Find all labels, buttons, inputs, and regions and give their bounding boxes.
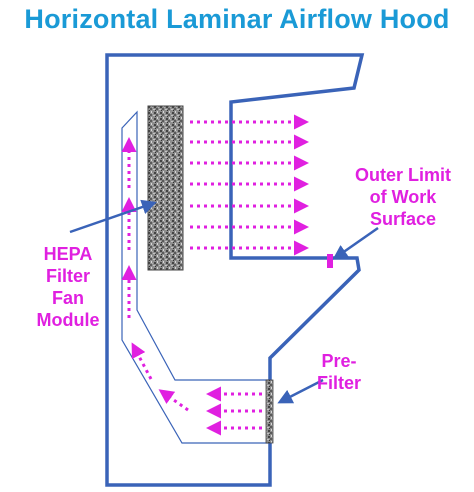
return-airflow-arrows — [121, 137, 153, 380]
laminar-airflow-arrows — [190, 114, 309, 256]
hepa-label-line: Module — [36, 310, 100, 330]
hepa-pointer — [69, 199, 157, 234]
intake-arrow — [158, 389, 189, 412]
outer-limit-label: Outer Limit of Work Surface — [340, 164, 466, 230]
outer-limit-label-line: Surface — [369, 209, 437, 229]
prefilter-label-line: Pre- — [321, 351, 357, 371]
hepa-label-line: Filter — [45, 266, 90, 286]
diagram-title: Horizontal Laminar Airflow Hood — [24, 4, 450, 34]
hepa-label-line: HEPA — [43, 244, 93, 264]
prefilter-label-line: Filter — [316, 373, 361, 393]
hood-outline — [105, 53, 365, 487]
hepa-filter — [147, 105, 184, 271]
prefilter-label: Pre- Filter — [304, 350, 374, 394]
outer-limit-pointer — [332, 226, 379, 260]
hepa-label-line: Fan — [51, 288, 84, 308]
intake-arrows — [158, 386, 262, 436]
outer-limit-label-line: of Work — [369, 187, 437, 207]
outer-limit-label-line: Outer Limit — [354, 165, 451, 185]
work-surface-limit-marker — [327, 254, 333, 268]
hepa-label: HEPA Filter Fan Module — [28, 243, 108, 331]
prefilter-pointer — [277, 378, 324, 404]
pre-filter — [265, 379, 274, 444]
